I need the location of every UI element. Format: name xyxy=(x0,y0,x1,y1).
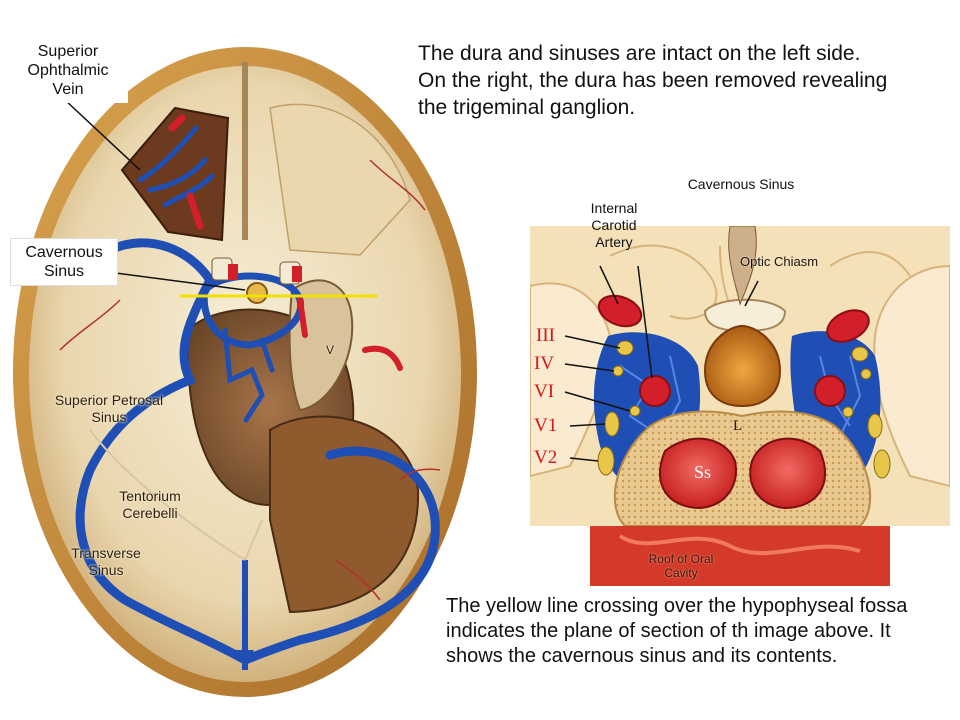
nerve-vi-pointer xyxy=(564,391,631,412)
nerve-iii-right xyxy=(851,346,869,362)
hypophyseal-fossa xyxy=(246,282,268,304)
nerve-label-iv: IV xyxy=(534,353,555,374)
label-line: Sinus xyxy=(88,562,124,578)
third-ventricle xyxy=(728,226,757,306)
carotid-pointer-lower xyxy=(637,265,653,379)
nerve-iii-pointer xyxy=(564,335,621,349)
nerve-v2-left xyxy=(597,446,615,476)
nerve-iv-left xyxy=(612,365,624,377)
label-line: Sinus xyxy=(91,409,127,425)
optic-chiasm-pointer xyxy=(744,280,759,307)
tentorium-fold-right xyxy=(244,519,263,561)
description-line: indicates the plane of section of th ima… xyxy=(446,620,891,642)
carotid-pointer-upper xyxy=(599,265,619,305)
nerve-label-v1: V1 xyxy=(534,415,558,436)
nerve-vi-left xyxy=(629,405,641,417)
label-line: Sinus xyxy=(43,263,85,280)
cavernous-sinus-label: Cavernous Sinus xyxy=(10,238,118,286)
bottom-description: The yellow line crossing over the hypoph… xyxy=(446,594,956,669)
oral-roof-folds xyxy=(618,534,861,556)
label-line: Roof of Oral xyxy=(648,552,714,566)
description-line: shows the cavernous sinus and its conten… xyxy=(446,645,838,667)
nerve-v1-left xyxy=(604,411,620,437)
label-line: Superior Petrosal xyxy=(54,392,164,408)
label-line: Cavernous xyxy=(25,244,103,261)
internal-carotid-upper-right xyxy=(826,309,870,343)
orbit-artery xyxy=(168,114,204,230)
nerve-v2-right xyxy=(873,449,891,479)
right-side-artery xyxy=(297,297,403,371)
transverse-sinus-label: Transverse Sinus xyxy=(66,545,146,579)
hypophysis xyxy=(703,324,782,408)
internal-carotid-lower-left xyxy=(639,375,671,407)
cavernous-sinus-ring xyxy=(200,272,305,349)
internal-carotid-lower-right xyxy=(814,375,846,407)
nerve-label-v2: V2 xyxy=(534,447,558,468)
confluence-marker xyxy=(236,650,254,668)
description-line: the trigeminal ganglion. xyxy=(418,96,636,119)
oral-roof-mucosa xyxy=(590,526,890,586)
temporal-lobe-right xyxy=(873,264,950,488)
basilar-plexus xyxy=(222,327,275,423)
trigeminal-ganglion xyxy=(288,279,354,412)
label-line: Carotid xyxy=(591,217,637,233)
internal-carotid-left xyxy=(228,264,238,280)
left-sinus-network xyxy=(75,238,250,665)
nerve-v1-pointer xyxy=(569,423,606,427)
meningeal-vessels xyxy=(59,159,441,601)
description-line: The yellow line crossing over the hypoph… xyxy=(446,595,908,617)
sphenoid-sinus-right xyxy=(749,437,826,510)
description-line: On the right, the dura has been removed … xyxy=(418,69,888,92)
optic-chiasm xyxy=(703,298,787,333)
cranial-base-illustration xyxy=(13,47,477,697)
internal-carotid-upper-left xyxy=(597,294,643,328)
nerve-iv-pointer xyxy=(564,363,615,372)
nerve-label-iii: III xyxy=(536,325,555,346)
label-line: Artery xyxy=(595,234,633,250)
right-transverse-sinus xyxy=(240,446,440,665)
roof-of-oral-cavity-label: Roof of Oral Cavity xyxy=(636,552,726,580)
nerve-label-vi: VI xyxy=(534,381,555,402)
label-line: Cavity xyxy=(664,566,698,580)
right-posterior-fossa-opened xyxy=(269,415,420,614)
tentorium-fold-left xyxy=(89,429,246,561)
label-line: Cerebelli xyxy=(122,505,178,521)
tentorium-cerebelli-label: Tentorium Cerebelli xyxy=(110,488,190,522)
label-line: Superior xyxy=(37,43,99,60)
sinus-trabeculae xyxy=(619,355,862,457)
nerve-v2-pointer xyxy=(569,457,599,462)
superior-ophthalmic-vein-label: Superior Ophthalmic Vein xyxy=(8,38,128,103)
label-line: Internal xyxy=(590,200,638,216)
sphenoid-sinus-label: Ss xyxy=(694,462,712,482)
trigeminal-marker-label: V xyxy=(326,343,335,357)
sphenoid-bone xyxy=(613,410,872,527)
internal-carotid-artery-label: Internal Carotid Artery xyxy=(574,200,654,251)
sphenoid-sinus-left xyxy=(659,437,737,510)
right-anterior-fossa xyxy=(269,103,411,256)
label-line: Vein xyxy=(52,81,84,98)
ophthalmic-vein-pointer xyxy=(64,99,141,171)
label-line: Transverse xyxy=(71,545,141,561)
nerve-iv-right xyxy=(860,368,872,380)
cavernous-sinus-section xyxy=(530,226,950,586)
label-line: Tentorium xyxy=(119,488,181,504)
superior-petrosal-sinus-label: Superior Petrosal Sinus xyxy=(44,392,174,426)
opened-orbit-roof xyxy=(120,106,230,242)
small-marker-label: L xyxy=(733,418,743,434)
internal-carotid-right xyxy=(292,266,302,282)
description-line: The dura and sinuses are intact on the l… xyxy=(418,42,861,65)
superior-ophthalmic-vein-vessel xyxy=(137,125,215,208)
label-line: Ophthalmic xyxy=(27,62,109,79)
top-description: The dura and sinuses are intact on the l… xyxy=(418,40,938,121)
nerve-v1-right xyxy=(867,413,883,439)
optic-chiasm-label: Optic Chiasm xyxy=(740,254,819,269)
cavernous-sinus-section-title: Cavernous Sinus xyxy=(687,176,795,192)
nerve-vi-right xyxy=(842,406,854,418)
cavernous-sinus-pointer xyxy=(107,271,246,291)
